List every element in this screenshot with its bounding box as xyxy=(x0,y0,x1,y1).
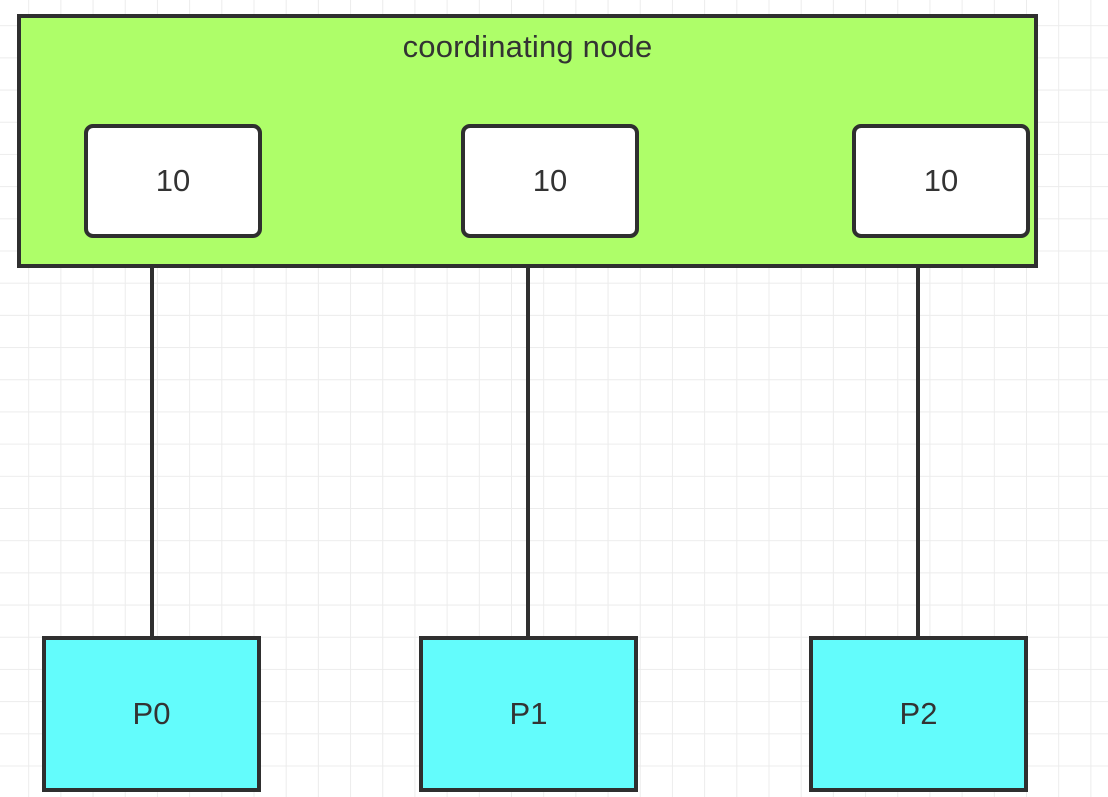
partition-label-p1: P1 xyxy=(509,696,548,731)
shard-value-0: 10 xyxy=(155,163,191,198)
shard-box-0: 10 xyxy=(84,124,262,238)
partition-box-p0: P0 xyxy=(42,636,261,792)
partition-box-p1: P1 xyxy=(419,636,638,792)
partition-box-p2: P2 xyxy=(809,636,1028,792)
shard-value-1: 10 xyxy=(532,163,568,198)
coordinating-node-title: coordinating node xyxy=(402,29,653,64)
partition-label-p0: P0 xyxy=(132,696,171,731)
coordinating-node-container: coordinating node 10 10 10 xyxy=(17,14,1038,268)
shard-value-2: 10 xyxy=(923,163,959,198)
partition-label-p2: P2 xyxy=(899,696,938,731)
shard-box-1: 10 xyxy=(461,124,639,238)
shard-box-2: 10 xyxy=(852,124,1030,238)
